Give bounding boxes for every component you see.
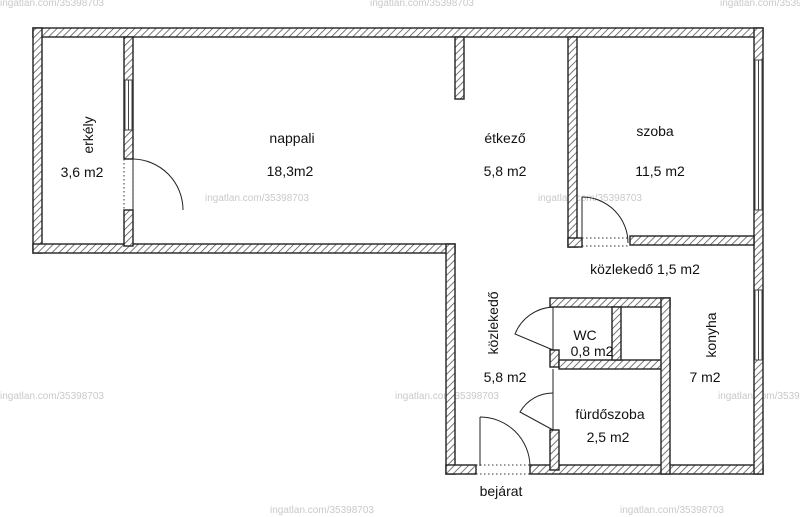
watermark-7: ingatlan.com/35398703 xyxy=(370,0,474,9)
walls xyxy=(32,27,764,475)
label-erkely-area: 3,6 m2 xyxy=(61,164,104,180)
label-kozlekedo-upper: közlekedő 1,5 m2 xyxy=(590,261,700,277)
wall-wc-left-mid xyxy=(549,349,560,368)
wall-bath-left-lower xyxy=(549,429,560,471)
door-entrance-swing xyxy=(479,416,531,467)
wall-left xyxy=(32,27,43,254)
windows xyxy=(124,59,763,361)
wall-right xyxy=(753,27,764,475)
label-nappali-area: 18,3m2 xyxy=(267,163,314,179)
label-furdoszoba-area: 2,5 m2 xyxy=(587,429,630,445)
label-erkely-name: erkély xyxy=(80,116,96,153)
watermark-1: ingatlan.com/35398703 xyxy=(0,391,104,402)
door-balcony-swing xyxy=(132,158,184,211)
door-wc-swing xyxy=(514,306,554,351)
label-konyha-name: konyha xyxy=(703,312,719,357)
shaft-outline xyxy=(620,306,662,361)
room-labels: erkély 3,6 m2 nappali 18,3m2 étkező 5,8 … xyxy=(61,116,721,499)
door-szoba-swing xyxy=(581,196,629,244)
wall-bottom-right xyxy=(529,464,764,475)
label-konyha-area: 7 m2 xyxy=(689,369,720,385)
wall-balcony-lower xyxy=(123,209,134,247)
watermark-4: ingatlan.com/35398703 xyxy=(205,193,309,204)
wall-corridor-left xyxy=(445,243,456,475)
wall-szoba-left xyxy=(567,36,578,248)
watermark-9: ingatlan.com/35398703 xyxy=(270,505,374,516)
label-etkezo-name: étkező xyxy=(484,130,525,146)
label-etkezo-area: 5,8 m2 xyxy=(484,163,527,179)
wall-wc-bath-divider xyxy=(558,359,671,370)
watermark-5: ingatlan.com/35398703 xyxy=(538,193,642,204)
label-szoba-area: 11,5 m2 xyxy=(635,163,685,179)
wall-bottom-left xyxy=(445,464,477,475)
wall-top xyxy=(32,27,764,38)
watermark-6: ingatlan.com/35398703 xyxy=(0,0,104,9)
label-wc-name: WC xyxy=(573,327,596,343)
watermark-8: ingatlan.com/35398703 xyxy=(720,0,800,9)
wall-living-bottom xyxy=(32,243,456,254)
wall-stub xyxy=(454,36,465,100)
label-kozlekedo-left-name: közlekedő xyxy=(485,291,501,354)
label-kozlekedo-left-area: 5,8 m2 xyxy=(484,369,527,385)
door-bath-swing xyxy=(519,392,554,431)
wall-block-right xyxy=(660,297,671,475)
wall-wc-top xyxy=(549,297,671,308)
doors xyxy=(123,158,630,475)
wall-szoba-bottom-left xyxy=(567,237,583,248)
watermark-10: ingatlan.com/35398703 xyxy=(620,505,724,516)
label-furdoszoba-name: fürdőszoba xyxy=(575,406,644,422)
label-szoba-name: szoba xyxy=(636,123,674,139)
label-nappali-name: nappali xyxy=(269,130,314,146)
wall-szoba-bottom-right xyxy=(629,235,755,246)
label-bejarat: bejárat xyxy=(480,483,523,499)
label-wc-area: 0,8 m2 xyxy=(571,343,614,359)
